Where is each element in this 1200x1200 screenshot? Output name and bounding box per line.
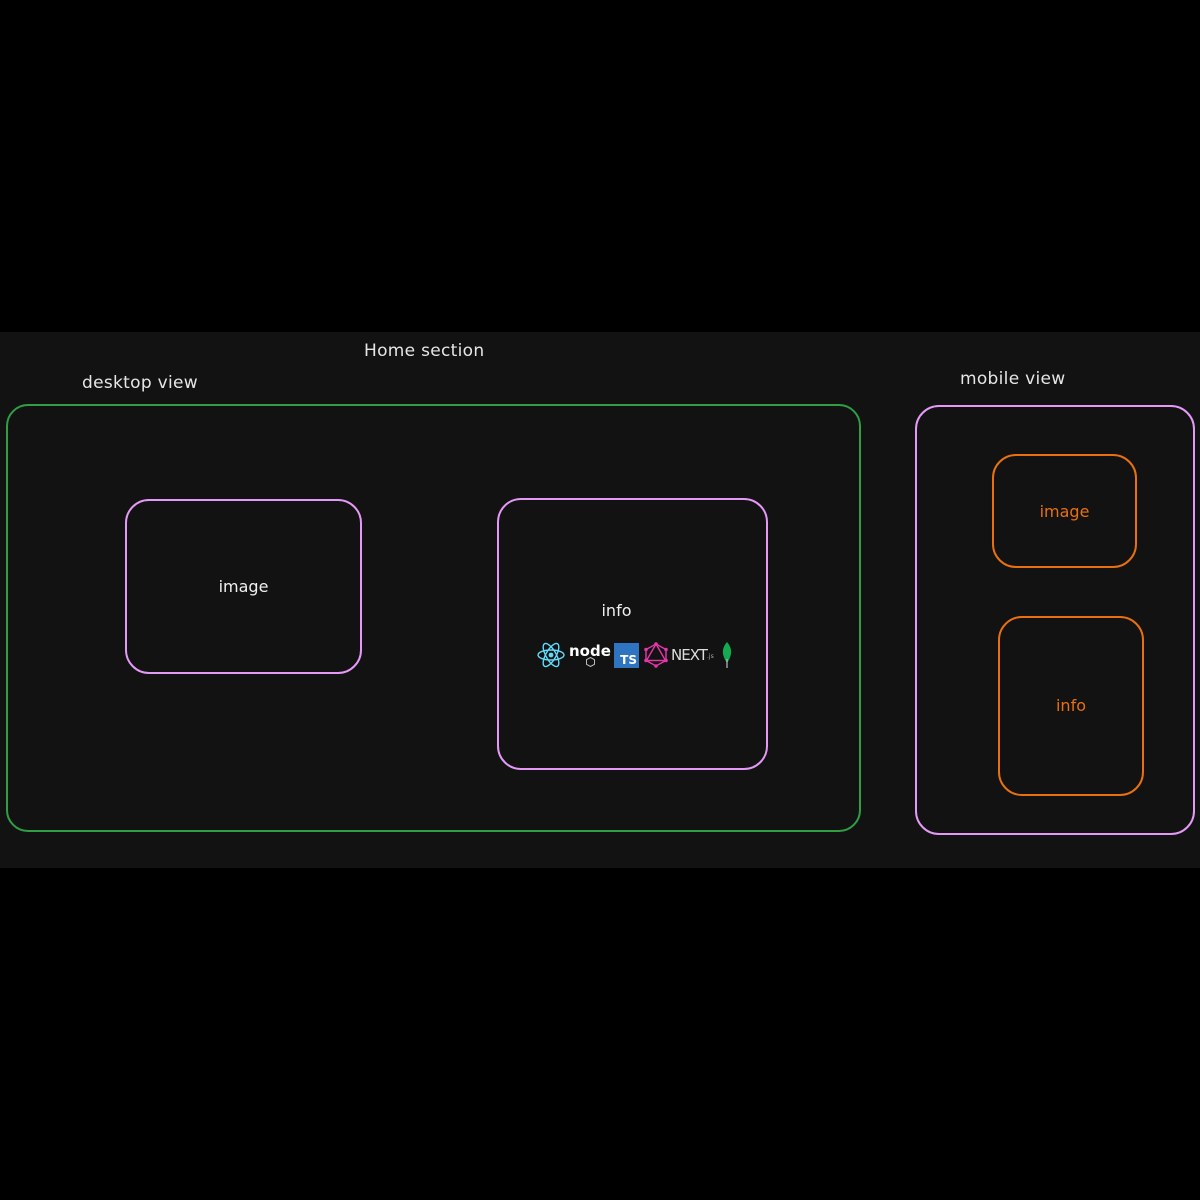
mobile-info-label: info (1055, 696, 1086, 715)
mobile-image-box: image (992, 454, 1137, 568)
mongodb-icon (722, 642, 732, 668)
mobile-info-box: info (998, 616, 1144, 796)
desktop-view-frame (6, 404, 861, 832)
typescript-icon: TS (614, 643, 639, 668)
desktop-image-box: image (125, 499, 362, 674)
react-icon (537, 642, 565, 668)
desktop-info-label: info (601, 601, 632, 620)
home-section-title: Home section (364, 341, 485, 361)
nodejs-hexagon (586, 657, 595, 667)
mobile-view-frame (915, 405, 1195, 835)
desktop-info-box: info (497, 498, 768, 770)
nextjs-icon-suffix: .js (707, 653, 714, 660)
desktop-image-label: image (218, 577, 269, 596)
typescript-icon-text: TS (620, 653, 637, 667)
nextjs-icon-text: NEXT (671, 646, 708, 664)
desktop-view-label: desktop view (82, 373, 198, 393)
nextjs-icon: NEXT .js (671, 645, 719, 667)
mobile-view-label: mobile view (960, 369, 1066, 389)
mobile-image-label: image (1039, 502, 1090, 521)
tech-stack-icons: node TS NEXT .js (536, 641, 736, 669)
nodejs-icon-text: node (569, 642, 611, 660)
nodejs-icon: node (569, 642, 611, 668)
graphql-icon (644, 642, 668, 668)
